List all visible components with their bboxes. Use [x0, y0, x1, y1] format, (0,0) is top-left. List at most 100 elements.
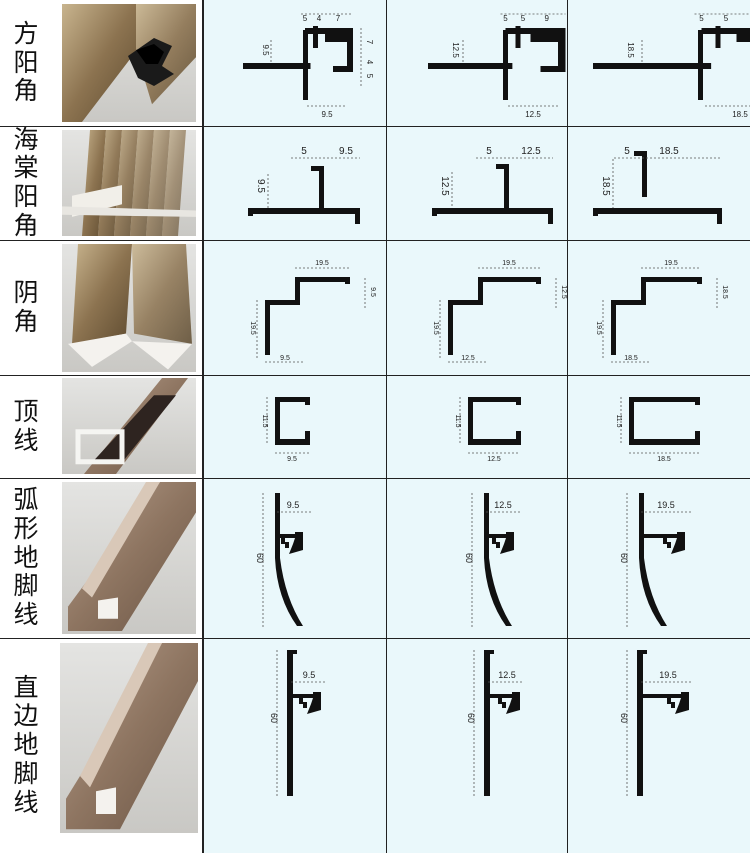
column-divider	[202, 0, 204, 853]
row-label-char: 阴	[13, 277, 39, 307]
profile-hook	[305, 28, 353, 72]
row-label-char: 顶	[13, 396, 39, 426]
profile-upper-lip	[345, 277, 350, 284]
dimension-label: 12.5	[487, 456, 501, 463]
dimension-label: 7	[365, 40, 374, 45]
dimension-label: 9.5	[287, 500, 300, 510]
profile-base-bar	[248, 208, 359, 214]
drawing-cell-background	[386, 240, 567, 375]
profile-top-arm	[448, 300, 480, 305]
dimension-label: 5	[724, 14, 729, 23]
profile-vertical-leg	[265, 300, 270, 355]
flower-corner-profile-photo	[62, 130, 196, 236]
dimension-label: 18.5	[659, 146, 679, 157]
profile-inner-fin	[313, 26, 318, 48]
profile-bottom-lip	[516, 431, 521, 445]
profile-clip-arm	[293, 694, 313, 698]
row-label: 弧形地脚线	[0, 478, 52, 638]
dimension-label: 5	[486, 146, 492, 157]
drawing-cell-background	[567, 375, 750, 478]
profile-upper-arm	[295, 277, 349, 282]
dimension-label: 7	[336, 14, 341, 23]
profile-straight-body	[637, 650, 643, 796]
profile-bottom-flange	[629, 439, 699, 445]
profile-upper-arm	[641, 277, 701, 282]
profile-base-bar	[428, 63, 513, 69]
dimension-label: 9.5	[287, 456, 297, 463]
profile-top-notch	[293, 650, 297, 654]
drawing-cell-background	[386, 126, 567, 240]
profile-straight-body	[484, 650, 490, 796]
profile-drawing: 19.5 60	[567, 638, 750, 853]
profile-riser	[641, 277, 646, 305]
profile-top-lip	[516, 397, 521, 405]
dimension-label: 19.5	[249, 321, 256, 335]
drawing-cell-background	[386, 638, 567, 853]
profile-curved-body	[275, 493, 303, 626]
profile-clip-head	[307, 692, 321, 714]
dimension-label: 19.5	[432, 321, 439, 335]
row-label: 阴角	[0, 240, 52, 375]
dimension-label: 4	[317, 14, 322, 23]
profile-clip-arm	[280, 534, 300, 538]
profile-top-arm	[611, 300, 643, 305]
profile-top-notch	[643, 650, 647, 654]
top-line-profile-photo	[62, 378, 196, 474]
profile-clip-arm	[643, 694, 681, 698]
dimension-label: 9.5	[369, 287, 376, 297]
profile-end-lip	[717, 208, 722, 224]
profile-upper-lip	[697, 277, 702, 284]
profile-lip	[311, 166, 323, 171]
dimension-label: 12.5	[521, 146, 541, 157]
dimension-label: 18.5	[624, 355, 638, 362]
dimension-label: 9.5	[255, 179, 266, 193]
dimension-label: 12.5	[494, 500, 512, 510]
dimension-label: 18.5	[626, 42, 635, 58]
drawing-cell-background	[567, 240, 750, 375]
dimension-label: 19.5	[659, 670, 677, 680]
row-label-char: 弧	[13, 485, 39, 515]
dimension-label: 60	[466, 713, 476, 723]
profile-upper-arm	[478, 277, 540, 282]
profile-top-arm	[265, 300, 297, 305]
profile-end-lip	[548, 208, 553, 224]
profile-back	[275, 397, 280, 445]
dimension-label: 60	[619, 553, 629, 563]
row-label: 海棠阳角	[0, 125, 52, 240]
dimension-label: 19.5	[315, 260, 329, 267]
profile-vertical-leg	[448, 300, 453, 355]
profile-clip-arm	[490, 694, 512, 698]
dimension-label: 12.5	[461, 355, 475, 362]
dimension-label: 4	[365, 60, 374, 65]
profile-clip-tooth	[299, 698, 303, 704]
square-corner-profile-photo	[62, 4, 196, 122]
dimension-label: 9.5	[303, 670, 316, 680]
profile-clip-tooth	[671, 702, 675, 708]
row-label-char: 角	[13, 76, 39, 106]
profile-curved-body	[639, 493, 667, 626]
profile-straight-body	[287, 650, 293, 796]
dimension-label: 60	[619, 713, 629, 723]
profile-top-flange	[468, 397, 520, 402]
dimension-label: 18.5	[721, 285, 728, 299]
profile-stem	[642, 151, 647, 197]
profile-clip-tooth	[667, 698, 671, 704]
column-divider	[202, 0, 203, 853]
profile-upper-lip	[536, 277, 541, 284]
profile-clip-head	[671, 532, 685, 554]
dimension-label: 11.5	[261, 414, 268, 427]
dimension-label: 5	[503, 14, 508, 23]
dimension-label: 60	[255, 553, 265, 563]
row-divider	[0, 637, 750, 639]
profile-end-lip	[355, 208, 360, 224]
profile-back	[468, 397, 473, 445]
profile-hook	[505, 28, 566, 72]
row-label-char: 线	[13, 425, 39, 455]
dimension-label: 60	[464, 553, 474, 563]
row-label: 直边地脚线	[0, 638, 52, 853]
dimension-label: 60	[269, 713, 279, 723]
profile-stem	[303, 30, 308, 100]
